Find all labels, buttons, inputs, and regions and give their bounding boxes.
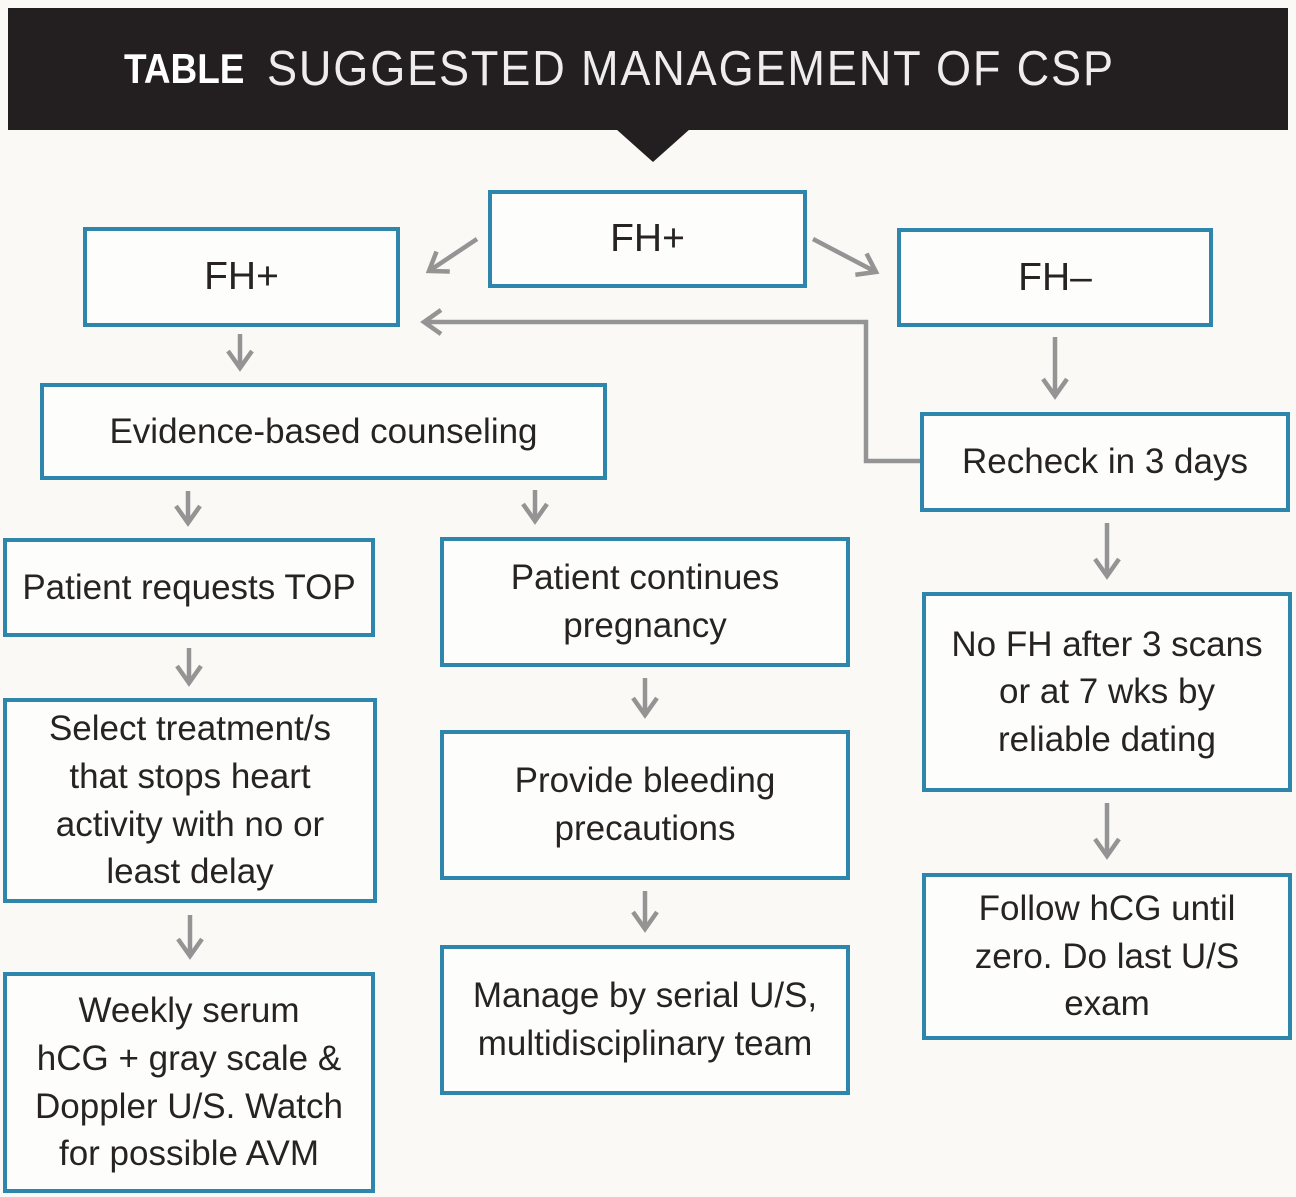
figure-title: SUGGESTED MANAGEMENT OF CSP xyxy=(266,42,1115,96)
header-pointer-triangle xyxy=(616,129,690,162)
node-recheck-3-days: Recheck in 3 days xyxy=(920,412,1290,512)
node-fh-positive-top-label: FH+ xyxy=(610,217,685,261)
node-follow-hcg-label: Follow hCG until zero. Do last U/S exam xyxy=(974,889,1240,1024)
node-no-fh-after-3-scans-label: No FH after 3 scans or at 7 wks by relia… xyxy=(951,624,1263,759)
node-fh-positive-top: FH+ xyxy=(488,190,807,288)
node-fh-negative: FH– xyxy=(897,228,1213,327)
node-provide-bleeding-precautions: Provide bleeding precautions xyxy=(440,730,850,880)
node-weekly-serum-hcg: Weekly serum hCG + gray scale & Doppler … xyxy=(3,972,375,1193)
figure-tag-label: TABLE xyxy=(124,45,245,92)
node-patient-requests-top-label: Patient requests TOP xyxy=(22,567,356,607)
figure-header-bar: TABLE SUGGESTED MANAGEMENT OF CSP xyxy=(8,8,1288,130)
connector-fhtop-fhneg xyxy=(811,237,880,277)
node-select-treatment-label: Select treatment/s that stops heart acti… xyxy=(48,709,332,892)
node-provide-bleeding-precautions-label: Provide bleeding precautions xyxy=(514,761,776,848)
node-evidence-based-counseling: Evidence-based counseling xyxy=(40,383,607,480)
node-manage-serial-us: Manage by serial U/S, multidisciplinary … xyxy=(440,945,850,1095)
node-patient-continues-pregnancy: Patient continues pregnancy xyxy=(440,537,850,667)
node-no-fh-after-3-scans: No FH after 3 scans or at 7 wks by relia… xyxy=(922,592,1292,792)
node-evidence-based-counseling-label: Evidence-based counseling xyxy=(109,411,538,451)
node-recheck-3-days-label: Recheck in 3 days xyxy=(962,442,1248,482)
connector-fhtop-fhleft xyxy=(425,237,479,274)
node-fh-negative-label: FH– xyxy=(1018,255,1092,299)
node-manage-serial-us-label: Manage by serial U/S, multidisciplinary … xyxy=(472,976,818,1063)
node-select-treatment: Select treatment/s that stops heart acti… xyxy=(3,698,377,903)
node-fh-positive-left: FH+ xyxy=(83,227,400,327)
node-patient-continues-pregnancy-label: Patient continues pregnancy xyxy=(510,558,780,645)
node-follow-hcg: Follow hCG until zero. Do last U/S exam xyxy=(922,873,1292,1040)
node-patient-requests-top: Patient requests TOP xyxy=(3,538,375,637)
node-fh-positive-left-label: FH+ xyxy=(204,255,279,299)
node-weekly-serum-hcg-label: Weekly serum hCG + gray scale & Doppler … xyxy=(35,991,343,1174)
